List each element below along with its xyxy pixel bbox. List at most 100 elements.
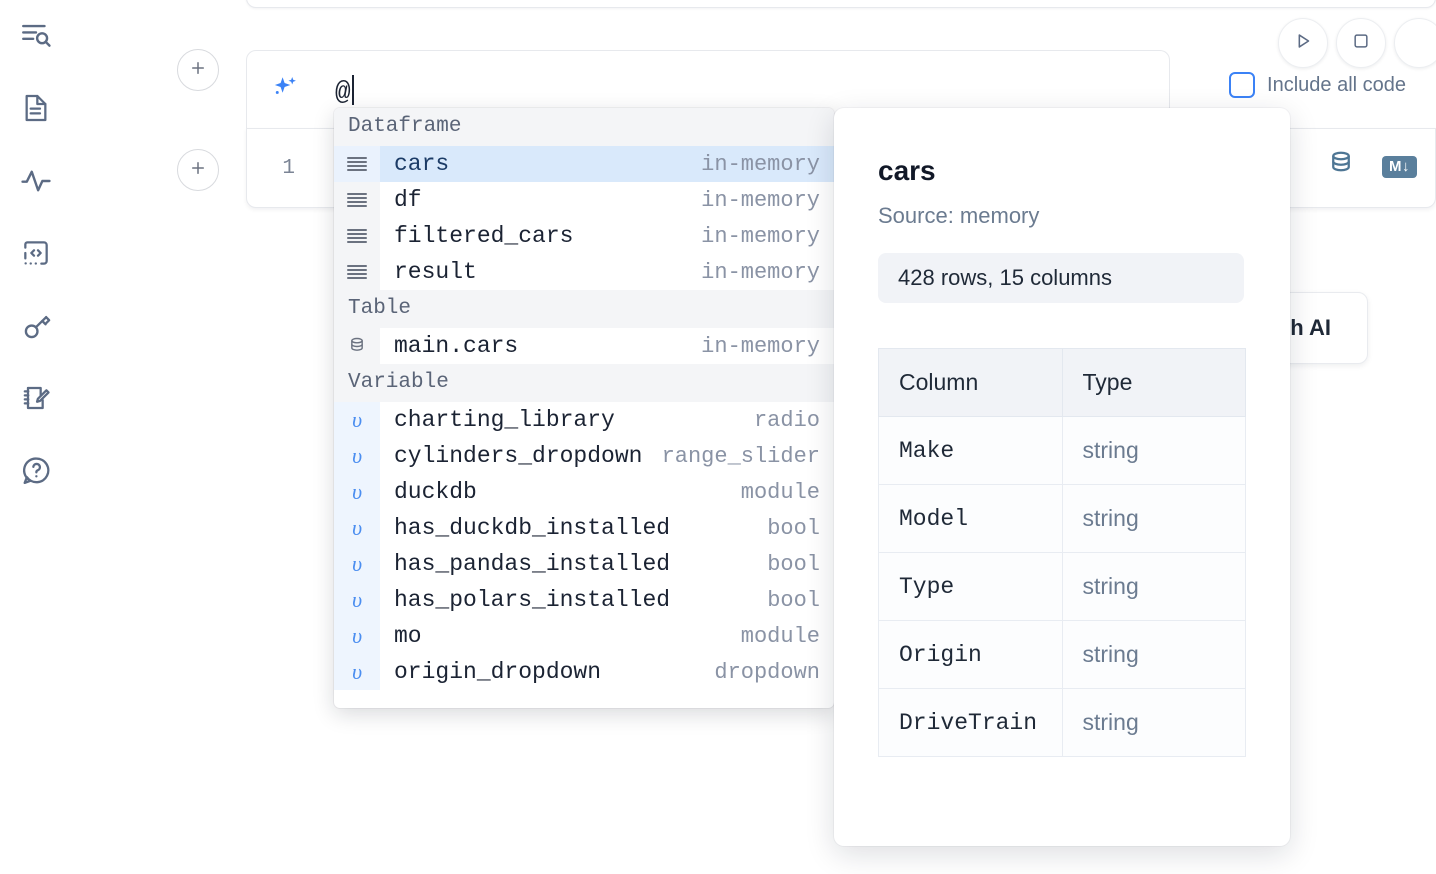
column-type-cell: string	[1061, 688, 1246, 757]
ai-prompt-input[interactable]: @	[335, 75, 354, 107]
more-button[interactable]	[1394, 18, 1436, 68]
autocomplete-item-content: filtered_cars in-memory	[380, 218, 834, 254]
autocomplete-item-name: cars	[394, 151, 450, 177]
column-type-cell: string	[1061, 416, 1246, 485]
code-brackets-icon	[20, 237, 52, 269]
explore-icon	[19, 19, 53, 53]
autocomplete-item-content: mo module	[380, 618, 834, 654]
run-controls	[1278, 18, 1436, 68]
sidebar-item-activity[interactable]	[14, 159, 58, 203]
line-number: 1	[282, 157, 295, 180]
column-name-cell: Make	[878, 416, 1063, 485]
sidebar-item-notebook[interactable]	[14, 86, 58, 130]
column-name-cell: Type	[878, 552, 1063, 621]
autocomplete-item[interactable]: result in-memory	[334, 254, 834, 290]
plus-icon	[189, 59, 207, 81]
plus-icon	[189, 159, 207, 181]
autocomplete-item-name: duckdb	[394, 479, 477, 505]
include-all-code-toggle[interactable]: Include all code	[1229, 72, 1406, 98]
info-source: Source: memory	[878, 203, 1040, 228]
autocomplete-group-header: Table	[334, 290, 834, 328]
sidebar-item-explore[interactable]	[14, 14, 58, 58]
stop-square-icon	[1351, 31, 1371, 56]
autocomplete-item-content: cars in-memory	[380, 146, 834, 182]
variable-icon: υ	[334, 438, 380, 474]
checkbox-icon[interactable]	[1229, 72, 1256, 98]
column-name-cell: DriveTrain	[878, 688, 1063, 757]
run-button[interactable]	[1278, 18, 1328, 68]
autocomplete-item-type: module	[740, 623, 820, 649]
column-name-cell: Origin	[878, 620, 1063, 689]
autocomplete-item-name: filtered_cars	[394, 223, 574, 249]
autocomplete-item-name: mo	[394, 623, 422, 649]
add-cell-button-top[interactable]	[177, 49, 219, 91]
autocomplete-item-type: bool	[767, 515, 820, 541]
ai-card-label: h AI	[1290, 315, 1331, 340]
autocomplete-item-name: cylinders_dropdown	[394, 443, 643, 469]
stop-button[interactable]	[1336, 18, 1386, 68]
help-chat-icon	[20, 454, 53, 487]
sidebar-item-scratchpad[interactable]	[14, 376, 58, 420]
column-header: Column	[878, 348, 1063, 417]
autocomplete-item-type: in-memory	[701, 151, 820, 177]
include-all-code-label: Include all code	[1267, 73, 1406, 96]
autocomplete-item-name: charting_library	[394, 407, 615, 433]
autocomplete-item-name: has_polars_installed	[394, 587, 671, 613]
activity-icon	[19, 164, 53, 198]
document-icon	[20, 92, 52, 124]
autocomplete-group-header: Dataframe	[334, 108, 834, 146]
sidebar-item-help[interactable]	[14, 448, 58, 492]
variable-icon: υ	[334, 510, 380, 546]
dataframe-icon	[334, 254, 380, 290]
autocomplete-item[interactable]: cars in-memory	[334, 146, 834, 182]
add-cell-button-bottom[interactable]	[177, 149, 219, 191]
autocomplete-item-type: in-memory	[701, 223, 820, 249]
sparkle-icon	[269, 73, 301, 105]
autocomplete-item-type: in-memory	[701, 187, 820, 213]
cell-above	[246, 0, 1436, 8]
database-icon[interactable]	[1326, 149, 1356, 184]
text-caret	[351, 75, 354, 105]
column-type-cell: string	[1061, 552, 1246, 621]
autocomplete-item-name: result	[394, 259, 477, 285]
autocomplete-item[interactable]: filtered_cars in-memory	[334, 218, 834, 254]
autocomplete-item-type: in-memory	[701, 259, 820, 285]
markdown-badge[interactable]: M↓	[1382, 155, 1417, 178]
cell-toolbar: M↓	[1326, 149, 1417, 184]
table-icon	[334, 328, 380, 364]
play-icon	[1292, 30, 1314, 57]
dataframe-icon	[334, 218, 380, 254]
sidebar-item-secrets[interactable]	[14, 304, 58, 348]
autocomplete-item-content: result in-memory	[380, 254, 834, 290]
info-title: cars	[878, 155, 936, 186]
sidebar-item-snippets[interactable]	[14, 231, 58, 275]
autocomplete-item-name: main.cars	[394, 333, 519, 359]
autocomplete-item-name: has_pandas_installed	[394, 551, 671, 577]
column-header: Type	[1061, 348, 1246, 417]
variable-icon: υ	[334, 402, 380, 438]
